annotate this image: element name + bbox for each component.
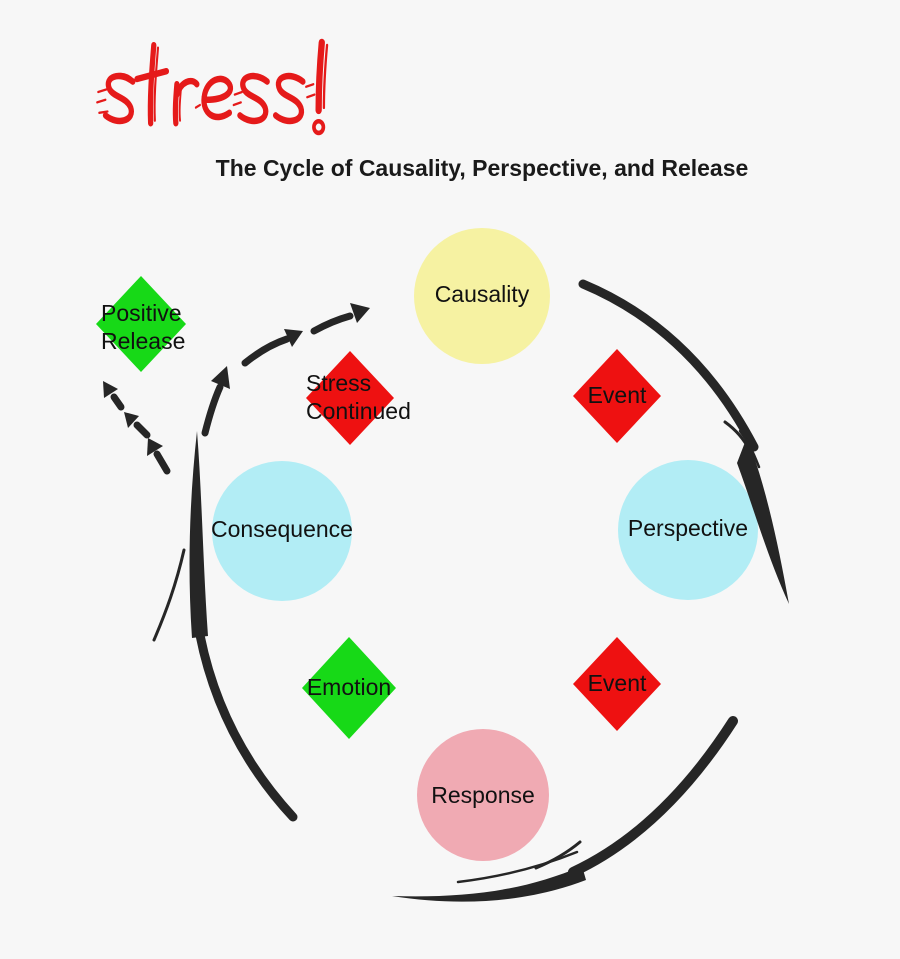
positive-release-line1: Positive	[101, 300, 182, 326]
emotion-label: Emotion	[306, 674, 392, 700]
arrow-dash-to-causality	[201, 383, 224, 437]
perspective-circle	[618, 460, 758, 600]
dash-arrowhead	[103, 381, 118, 398]
dash-arrowhead	[124, 412, 139, 428]
arrow-response-consequence-tip	[189, 431, 208, 638]
stress-continued-label: Stress Continued	[306, 369, 411, 425]
consequence-label: Consequence	[211, 516, 353, 542]
arrow-causality-perspective	[578, 279, 759, 452]
arrow-response-consequence	[194, 625, 298, 822]
arrow-causality-perspective-tip	[737, 437, 789, 604]
arrow-dash-to-release	[133, 421, 151, 439]
positive-release-line2: Release	[101, 328, 186, 354]
diagram-subtitle: The Cycle of Causality, Perspective, and…	[215, 155, 749, 181]
stress-continued-line1: Stress	[306, 370, 372, 396]
response-circle	[417, 729, 549, 861]
title-scribble	[96, 38, 329, 136]
event-top-label: Event	[587, 382, 647, 408]
stress-continued-line2: Continued	[306, 398, 411, 424]
arrow-perspective-response	[568, 716, 738, 877]
arrow-dash-to-release	[153, 450, 171, 475]
emotion-diamond	[302, 637, 396, 739]
perspective-label: Perspective	[627, 515, 749, 541]
dash-arrowhead	[147, 438, 163, 456]
consequence-circle	[212, 461, 352, 601]
positive-release-label: Positive Release	[101, 299, 185, 355]
arrow-dash-to-causality	[310, 312, 354, 335]
event-bottom-diamond	[573, 637, 661, 731]
causality-label: Causality	[434, 281, 530, 307]
response-label: Response	[431, 782, 535, 808]
arrow-dash-to-causality	[241, 335, 291, 367]
arrow-strokes	[110, 279, 761, 884]
dash-arrowhead	[211, 366, 230, 389]
event-bottom-label: Event	[587, 670, 647, 696]
dash-arrowhead	[284, 329, 303, 347]
arrow-perspective-response-barb	[456, 850, 579, 884]
stress-continued-diamond	[306, 351, 394, 445]
arrow-response-consequence-barb	[152, 548, 186, 642]
event-top-diamond	[573, 349, 661, 443]
dash-arrowhead	[350, 303, 370, 323]
positive-release-diamond	[96, 276, 186, 372]
causality-circle	[414, 228, 550, 364]
arrow-heads	[103, 303, 789, 902]
arrow-perspective-response-tip	[392, 866, 586, 902]
arrow-dash-to-release	[110, 393, 125, 411]
